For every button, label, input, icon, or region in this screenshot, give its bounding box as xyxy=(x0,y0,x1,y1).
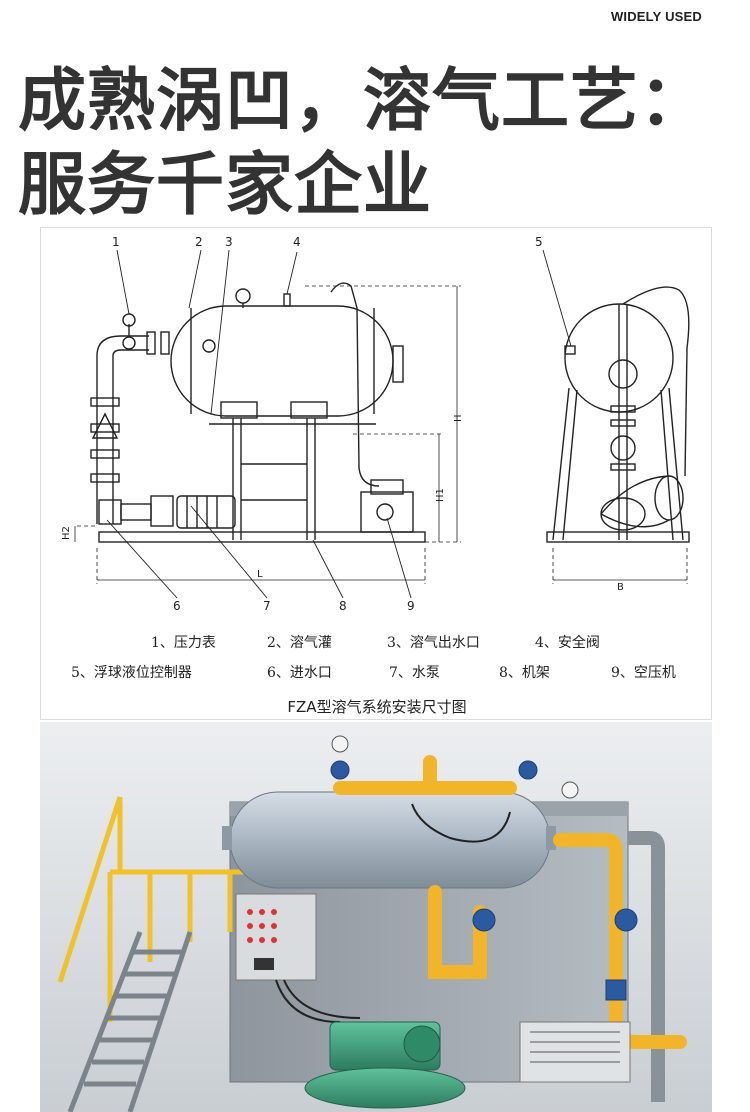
leader-8 xyxy=(312,539,344,599)
label-num-8: 8 xyxy=(339,599,347,613)
leader-3 xyxy=(210,249,230,415)
label-num-5: 5 xyxy=(535,235,543,249)
dim-h1: H1 xyxy=(435,488,446,502)
leader-4 xyxy=(286,251,298,295)
label-num-9: 9 xyxy=(407,599,415,613)
legend-item-2: 2、溶气灌 xyxy=(267,635,332,651)
installation-diagram: 1 2 3 4 5 6 7 8 9 H H1 H2 L B 1、压力表 2、溶气… xyxy=(40,227,712,720)
label-num-2: 2 xyxy=(195,235,203,249)
leader-9 xyxy=(386,517,412,599)
widely-used-tag: WIDELY USED xyxy=(610,9,702,24)
diagram-caption: FZA型溶气系统安装尺寸图 xyxy=(287,698,467,716)
label-num-3: 3 xyxy=(225,235,233,249)
leader-7 xyxy=(190,505,268,599)
tank-side xyxy=(170,305,394,417)
leader-1 xyxy=(116,249,130,315)
headline-line-1: 成熟涡凹，溶气工艺： xyxy=(18,62,709,141)
label-num-1: 1 xyxy=(112,235,120,249)
label-num-4: 4 xyxy=(293,235,301,249)
leader-5 xyxy=(542,249,572,347)
dissolved-air-tank xyxy=(229,791,551,889)
dim-h2: H2 xyxy=(61,526,72,540)
headline-line-2: 服务千家企业 xyxy=(18,146,433,225)
dim-h: H xyxy=(453,414,464,422)
legend-item-4: 4、安全阀 xyxy=(535,635,600,651)
headline: 成熟涡凹，溶气工艺： 服务千家企业 xyxy=(18,60,718,228)
equipment-photo xyxy=(40,722,712,1112)
legend-item-6: 6、进水口 xyxy=(267,665,332,681)
leader-2 xyxy=(188,249,202,309)
control-cabinet xyxy=(235,893,317,981)
legend-item-9: 9、空压机 xyxy=(611,665,676,681)
legend-item-1: 1、压力表 xyxy=(151,635,216,651)
label-num-7: 7 xyxy=(263,599,271,613)
legend-item-7: 7、水泵 xyxy=(389,665,440,681)
leader-6 xyxy=(106,519,178,599)
dim-l: L xyxy=(257,569,263,580)
legend-item-3: 3、溶气出水口 xyxy=(387,635,480,651)
diagram-drawing: 1 2 3 4 5 6 7 8 9 H H1 H2 L B xyxy=(61,235,690,613)
legend-item-8: 8、机架 xyxy=(499,665,550,681)
dim-b: B xyxy=(617,582,624,593)
label-num-6: 6 xyxy=(173,599,181,613)
legend-item-5: 5、浮球液位控制器 xyxy=(71,665,192,681)
